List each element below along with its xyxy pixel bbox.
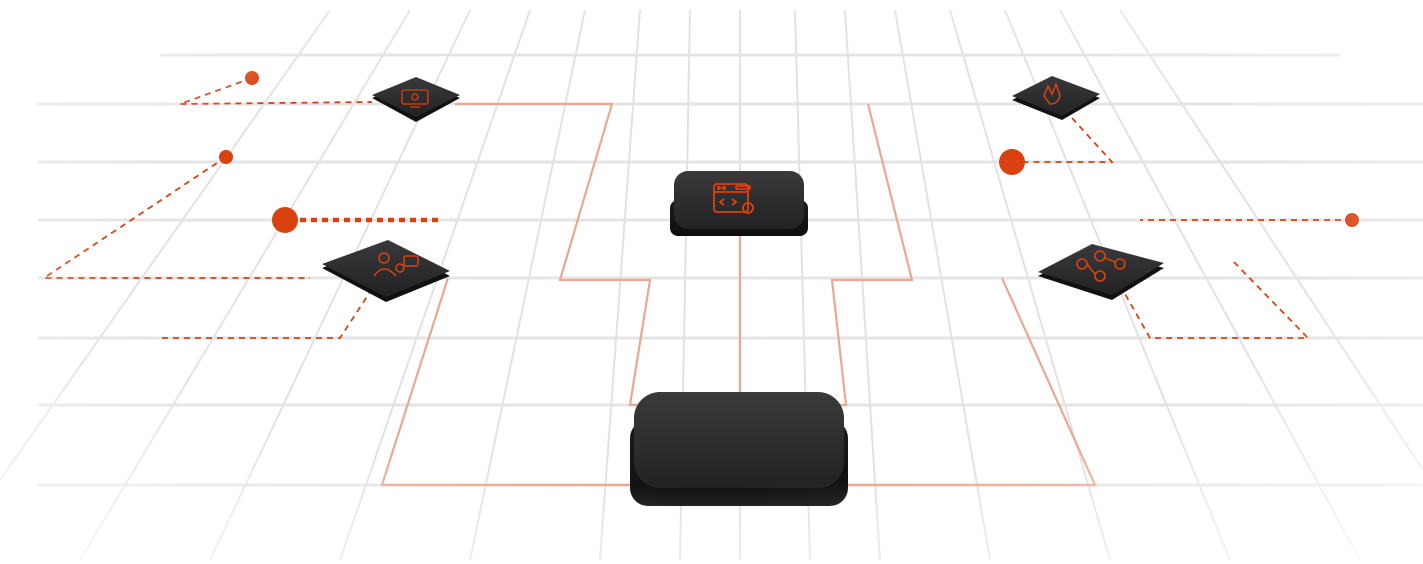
- platform-diagram: [0, 0, 1423, 564]
- edge-fade: [0, 0, 1423, 564]
